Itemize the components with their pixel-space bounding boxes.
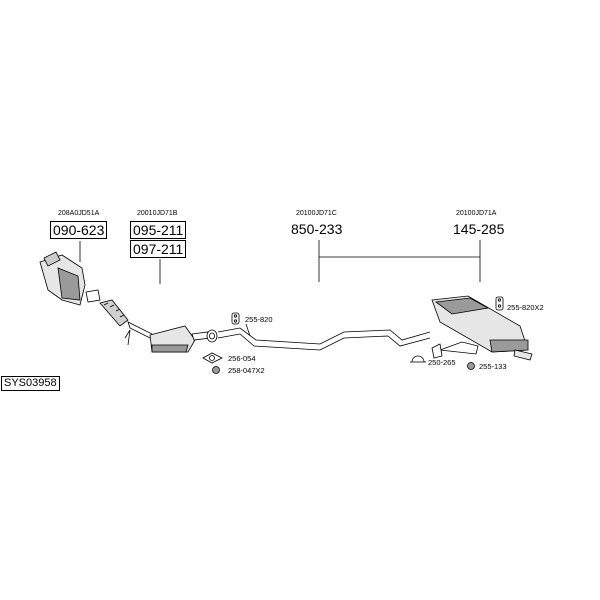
- rubber-mount-icon: [231, 312, 240, 325]
- accessory-rear-mount-label[interactable]: 255-820X2: [507, 303, 544, 312]
- catalyst-part: [39, 251, 101, 306]
- flange-part: [206, 329, 218, 343]
- part-number-catalyst[interactable]: 090-623: [50, 221, 108, 239]
- middle-pipe-part: [217, 323, 431, 351]
- accessory-nut-label[interactable]: 255-133: [479, 362, 507, 371]
- accessory-rubber-mount-label[interactable]: 255-820: [245, 315, 273, 324]
- rear-mount-icon: [495, 296, 504, 311]
- flex-pipe-part: [99, 299, 131, 346]
- oem-code-middle-pipe: 20100JD71C: [296, 210, 337, 217]
- front-silencer-part: [127, 321, 211, 353]
- part-number-rear-silencer[interactable]: 145-285: [453, 221, 505, 237]
- part-number-front-silencer-a[interactable]: 095-211: [130, 221, 187, 239]
- nut-icon: [467, 362, 475, 370]
- part-number-front-silencer-b[interactable]: 097-211: [130, 240, 187, 258]
- gasket-icon: [202, 352, 223, 364]
- accessory-spring-label[interactable]: 258-047X2: [228, 366, 265, 375]
- accessory-clamp-label[interactable]: 250-265: [428, 358, 456, 367]
- part-number-middle-pipe[interactable]: 850-233: [291, 221, 343, 237]
- system-code-badge: SYS03958: [1, 376, 60, 391]
- oem-code-catalyst: 208A0JD51A: [58, 210, 100, 217]
- oem-code-rear-silencer: 20100JD71A: [456, 210, 497, 217]
- accessory-gasket-label[interactable]: 256-054: [228, 354, 256, 363]
- oem-code-front-silencer: 20010JD71B: [137, 210, 178, 217]
- spring-icon: [212, 366, 220, 374]
- rear-silencer-part: [431, 295, 533, 361]
- clamp-icon: [410, 355, 426, 363]
